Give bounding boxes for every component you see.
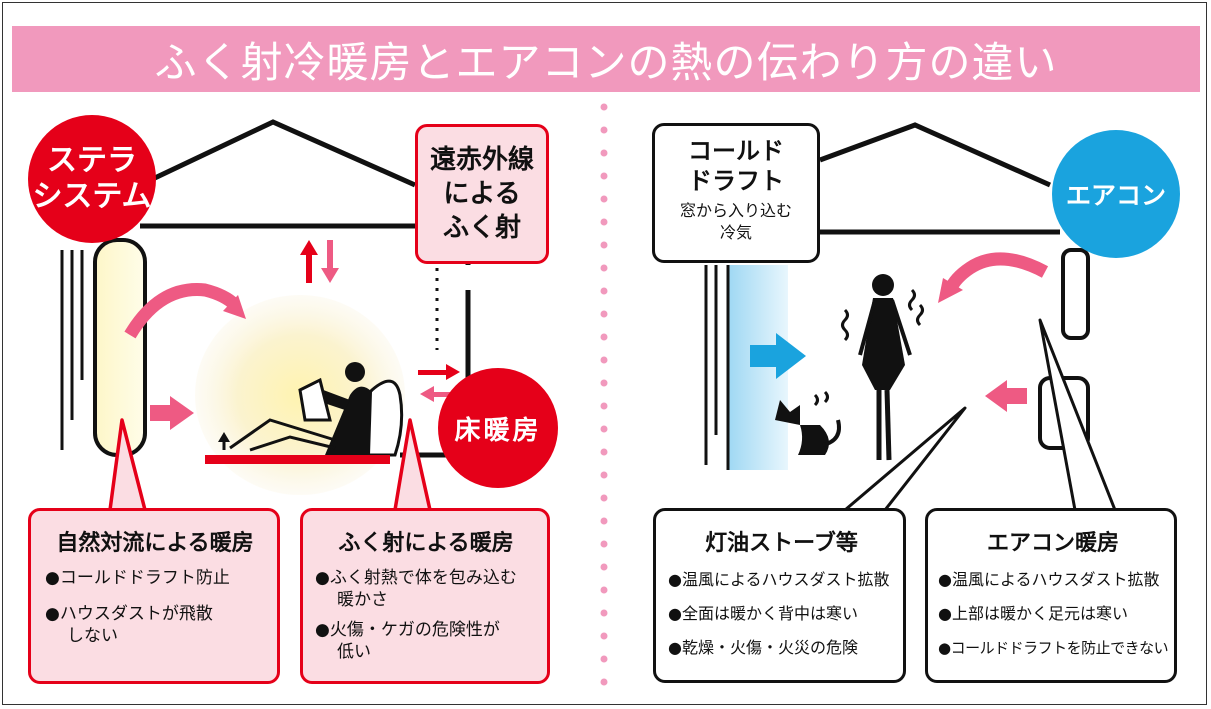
cold-draft-caption-1: 窓から入り込む bbox=[679, 201, 792, 220]
radiation-item-1: ●ふく射熱で体を包み込む bbox=[315, 568, 517, 588]
infrared-line1: 遠赤外線 bbox=[429, 145, 534, 175]
infrared-line3: ふく射 bbox=[442, 213, 521, 243]
radiation-item-1-cont: 暖かさ bbox=[337, 590, 388, 610]
convection-item-2: ●ハウスダストが飛散 bbox=[45, 604, 213, 624]
stove-heading: 灯油ストーブ等 bbox=[705, 531, 858, 556]
cold-draft-arrow bbox=[750, 345, 778, 367]
stove-box: 灯油ストーブ等 ●温風によるハウスダスト拡散 ●全面は暖かく背中は寒い ●乾燥・… bbox=[653, 508, 906, 683]
floor-heating-badge: 床暖房 bbox=[438, 368, 558, 488]
stove-airflow-arrow-head bbox=[985, 380, 1007, 412]
center-divider bbox=[600, 103, 608, 686]
radiation-item-2: ●火傷・ケガの危険性が bbox=[315, 620, 500, 640]
convection-straight-arrow-head bbox=[170, 396, 194, 430]
aircon-badge-label: エアコン bbox=[1065, 181, 1166, 210]
aircon-unit-icon bbox=[1061, 248, 1090, 340]
aircon-item-3: ●コールドドラフトを防止できない bbox=[938, 639, 1169, 657]
radiation-updown-arrows-icon bbox=[300, 240, 339, 283]
convection-item-1: ●コールドドラフト防止 bbox=[45, 568, 230, 588]
aircon-heading: エアコン暖房 bbox=[986, 531, 1119, 556]
page-title: ふく射冷暖房とエアコンの熱の伝わり方の違い bbox=[154, 37, 1058, 87]
aircon-badge: エアコン bbox=[1052, 130, 1180, 258]
aircon-heating-box: エアコン暖房 ●温風によるハウスダスト拡散 ●上部は暖かく足元は寒い ●コールド… bbox=[925, 508, 1177, 683]
aircon-item-1: ●温風によるハウスダスト拡散 bbox=[938, 570, 1160, 589]
cold-draft-title-1: コールド bbox=[688, 137, 784, 165]
convection-heading: 自然対流による暖房 bbox=[56, 531, 254, 556]
left-window-frame bbox=[60, 250, 84, 450]
cold-draft-title-2: ドラフト bbox=[688, 167, 784, 195]
aircon-item-2: ●上部は暖かく足元は寒い bbox=[938, 604, 1128, 623]
stella-badge-line2: システム bbox=[32, 179, 152, 214]
stella-system-badge: ステラ システム bbox=[28, 115, 156, 243]
infrared-line2: による bbox=[443, 179, 521, 209]
shivering-person-icon bbox=[841, 274, 924, 461]
cold-draft-box: コールド ドラフト 窓から入り込む 冷気 bbox=[652, 123, 820, 263]
stove-item-3: ●乾燥・火傷・火災の危険 bbox=[668, 638, 858, 657]
stella-badge-line1: ステラ bbox=[46, 143, 137, 178]
radiation-item-2-cont: 低い bbox=[337, 642, 371, 662]
radiation-heading: ふく射による暖房 bbox=[338, 531, 514, 556]
right-window-frame bbox=[704, 265, 730, 470]
shivering-cat-icon bbox=[775, 390, 841, 455]
aircon-airflow-arrow-head bbox=[938, 278, 963, 303]
infrared-radiation-box: 遠赤外線 による ふく射 bbox=[415, 124, 549, 264]
title-bar: ふく射冷暖房とエアコンの熱の伝わり方の違い bbox=[12, 26, 1200, 92]
floor-heater bbox=[205, 455, 390, 464]
stove-airflow-arrow bbox=[1005, 388, 1027, 404]
stove-item-1: ●温風によるハウスダスト拡散 bbox=[668, 570, 890, 589]
stove-item-2: ●全面は暖かく背中は寒い bbox=[668, 604, 858, 623]
convection-item-2-cont: しない bbox=[67, 626, 118, 646]
aircon-airflow-arrow bbox=[944, 252, 1049, 293]
convection-box: 自然対流による暖房 ●コールドドラフト防止 ●ハウスダストが飛散 しない bbox=[28, 508, 280, 684]
radiation-box: ふく射による暖房 ●ふく射熱で体を包み込む 暖かさ ●火傷・ケガの危険性が 低い bbox=[300, 508, 550, 684]
cold-draft-caption-2: 冷気 bbox=[719, 223, 752, 242]
convection-curve-arrow bbox=[124, 283, 240, 339]
stove-box-pointer bbox=[843, 406, 967, 512]
floor-heating-label: 床暖房 bbox=[454, 415, 542, 446]
cold-draft-arrow-head bbox=[776, 333, 806, 379]
convection-curve-arrow-head bbox=[223, 295, 246, 319]
reclining-person-icon bbox=[229, 362, 404, 457]
convection-straight-arrow bbox=[150, 405, 172, 421]
up-arrow-small-icon bbox=[218, 432, 230, 450]
